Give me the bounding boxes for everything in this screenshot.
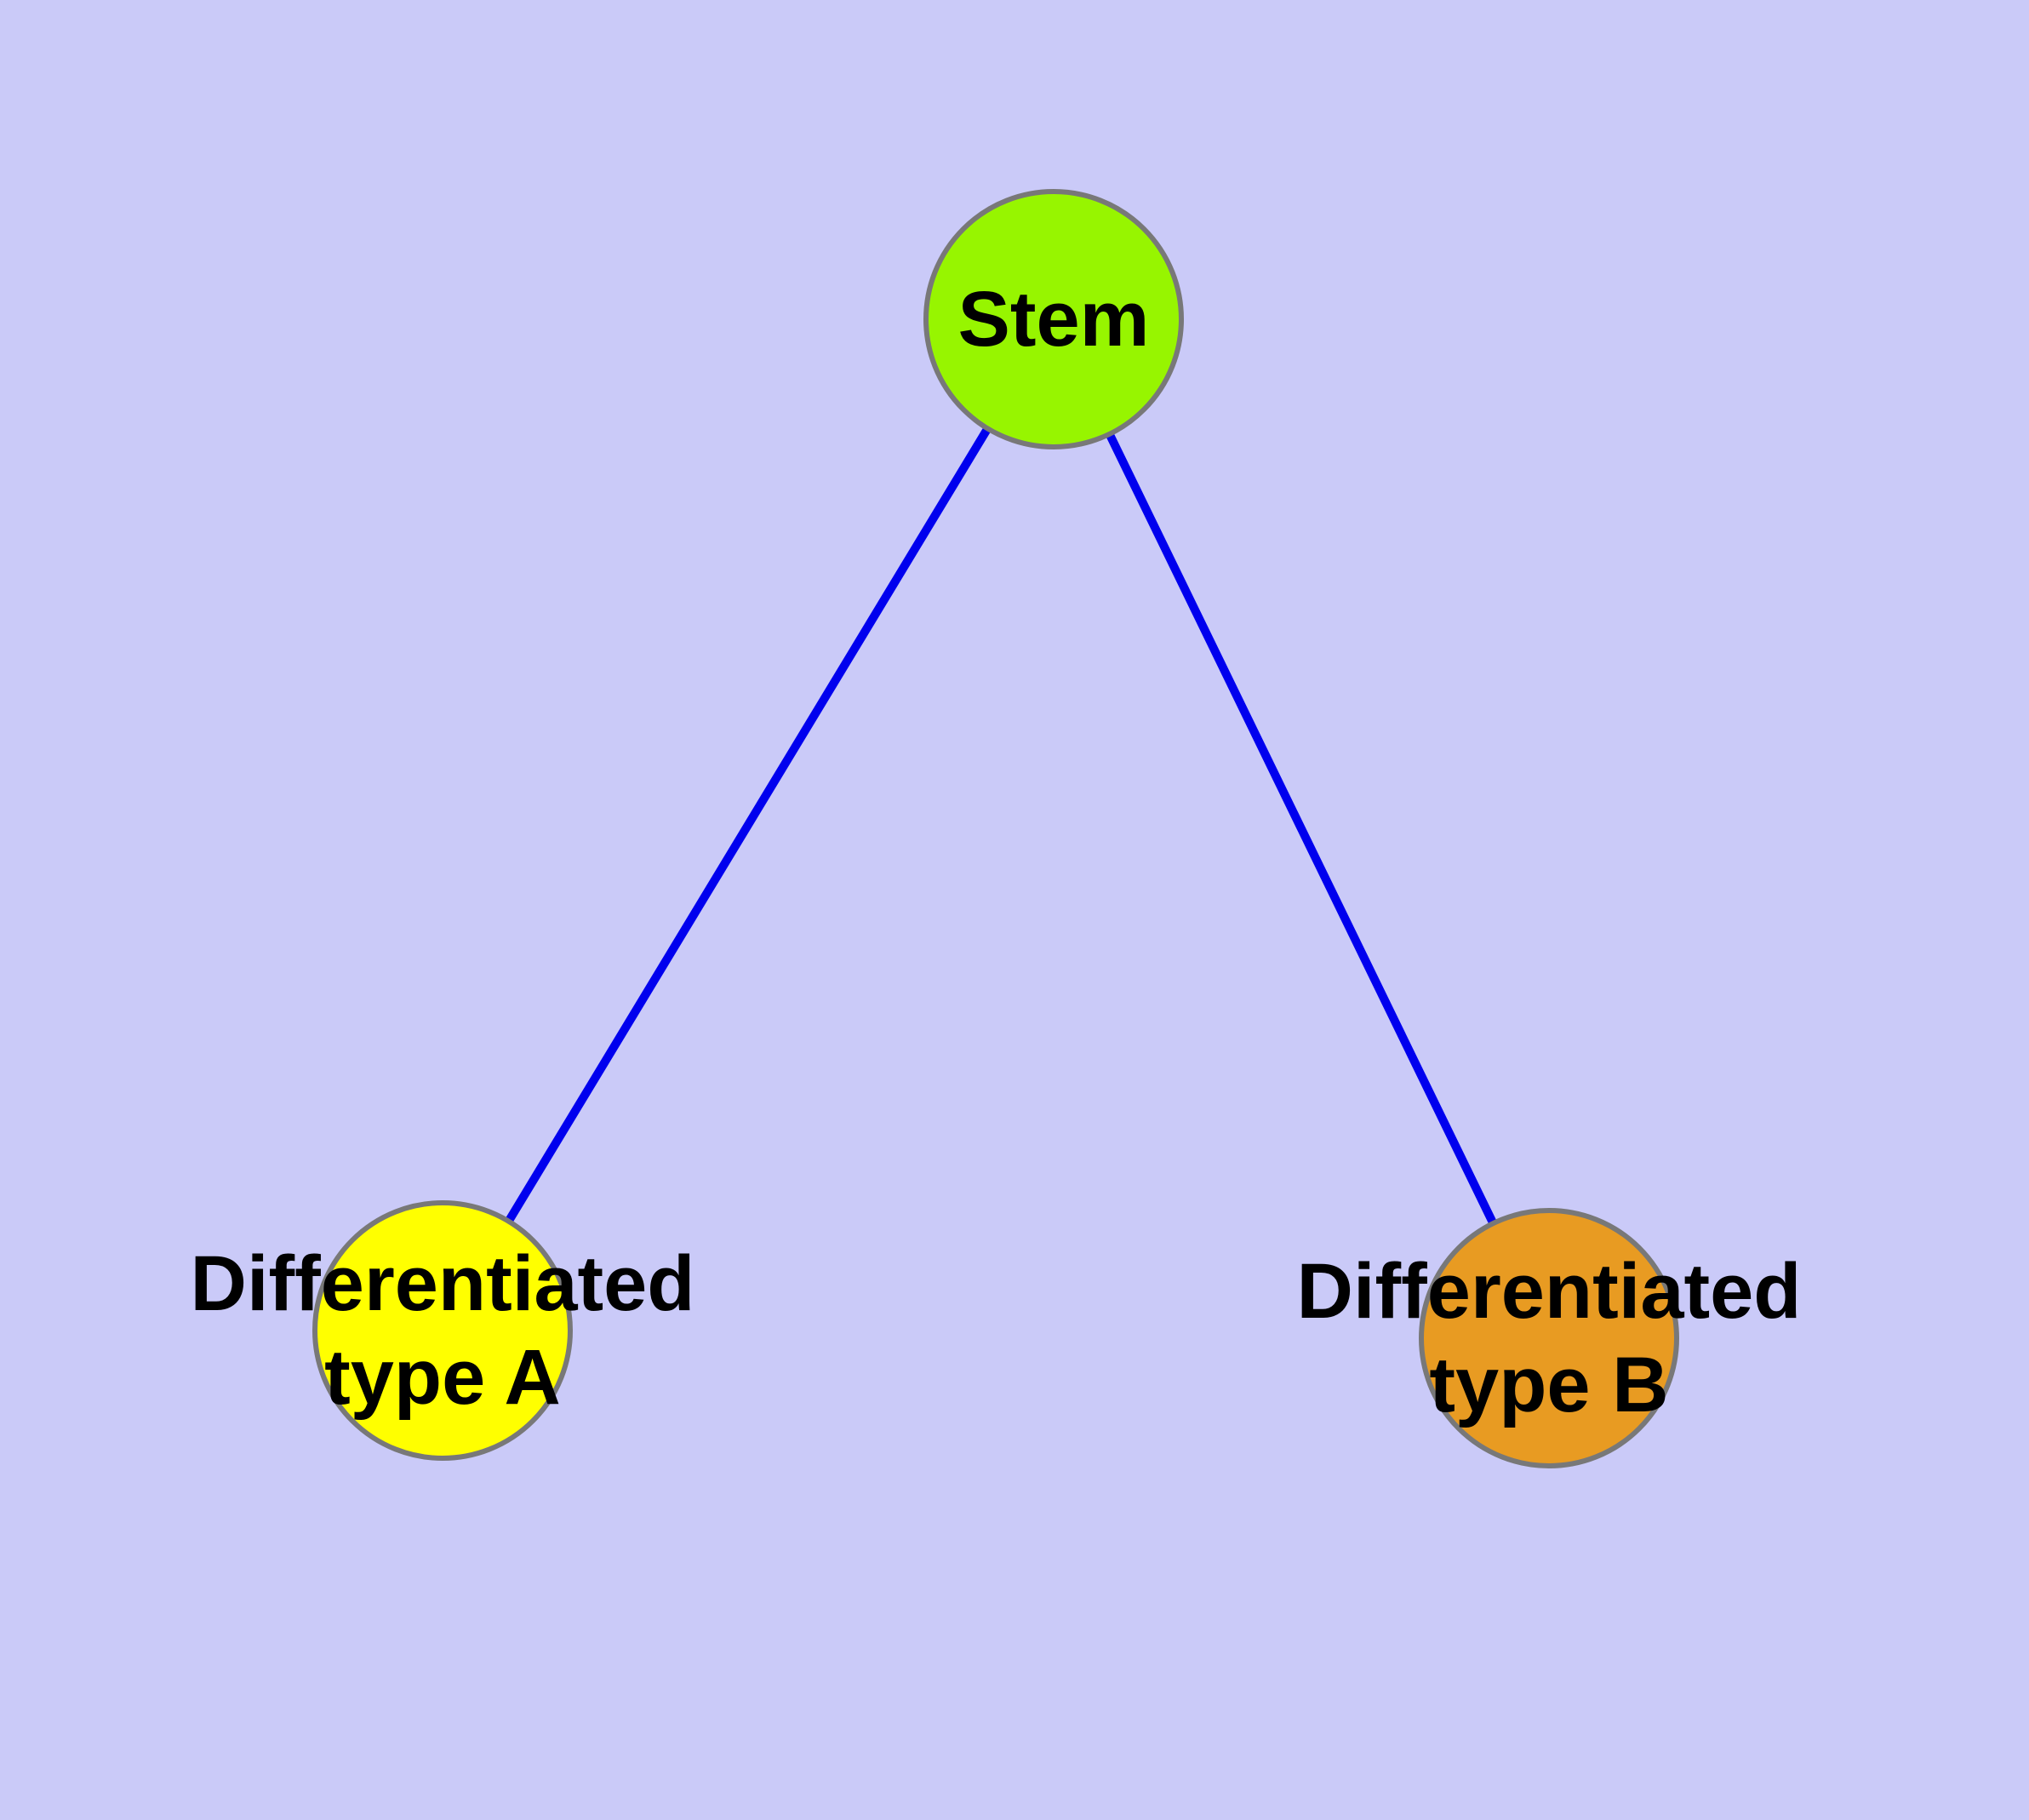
node-differentiated-type-a: Differentiated type A xyxy=(191,1200,695,1461)
edge-layer xyxy=(438,315,1553,1342)
node-stem-label: Stem xyxy=(958,276,1150,363)
edge-stem-to-type-a xyxy=(438,315,1058,1335)
node-stem: Stem xyxy=(923,189,1184,449)
node-differentiated-type-b-circle xyxy=(1419,1208,1679,1468)
node-differentiated-type-a-circle xyxy=(312,1200,573,1461)
node-stem-circle xyxy=(923,189,1184,449)
node-differentiated-type-b-label-line1: Differentiated xyxy=(1297,1248,1802,1335)
node-differentiated-type-b: Differentiated type B xyxy=(1297,1208,1802,1468)
node-differentiated-type-b-label-line2: type B xyxy=(1429,1342,1668,1428)
edge-stem-to-type-b xyxy=(1049,315,1553,1342)
node-differentiated-type-a-label-line2: type A xyxy=(324,1334,561,1421)
node-differentiated-type-a-label-line1: Differentiated xyxy=(191,1240,695,1327)
